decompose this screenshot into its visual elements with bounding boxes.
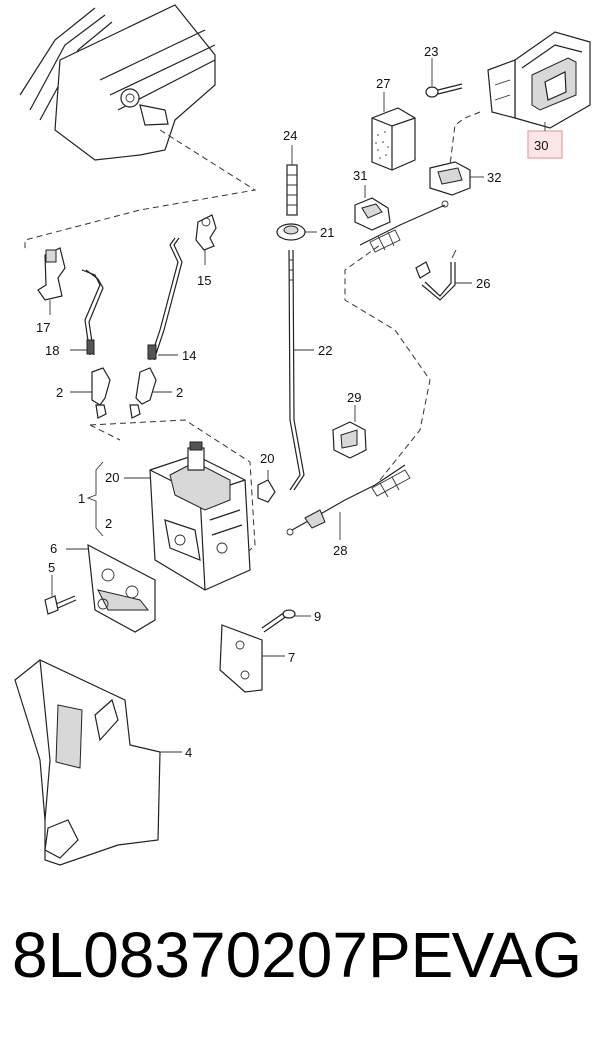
rod-14 [147,237,183,361]
clip-31 [354,197,391,231]
callout-9: 9 [314,609,321,624]
striker-plate-6 [87,543,156,633]
clip-20-right [257,479,276,503]
clip-29 [332,421,367,459]
clip-15 [195,214,217,251]
callout-4: 4 [185,745,192,760]
callout-2-right: 2 [176,385,183,400]
callout-30-highlight[interactable]: 30 [527,130,563,159]
bracket-7 [219,624,263,693]
parts-exploded-diagram: 17 18 14 15 2 2 [14,4,591,866]
callout-22: 22 [318,343,332,358]
callout-7: 7 [288,650,295,665]
bolt-5 [44,595,77,615]
callout-28: 28 [333,543,347,558]
part-number-row: 8L08370207PE VAG [0,918,600,1018]
callout-32: 32 [487,170,501,185]
cable-tie-26 [415,249,457,301]
door-frame-section [19,4,216,161]
brand-name: VAG [451,919,582,991]
clip-2-right [129,367,157,419]
callout-29: 29 [347,390,361,405]
callout-23: 23 [424,44,438,59]
clip-32 [429,161,471,196]
clip-2-left [91,367,111,419]
rod-22 [288,249,305,491]
callout-20-left: 20 [105,470,119,485]
callout-26: 26 [476,276,490,291]
callout-2-lower: 2 [105,516,112,531]
callout-1: 1 [78,491,85,506]
callout-20-right: 20 [260,451,274,466]
callout-14: 14 [182,348,196,363]
rod-24 [286,164,298,216]
grommet-21 [276,223,306,241]
callout-5: 5 [48,560,55,575]
callout-31: 31 [353,168,367,183]
callout-27: 27 [376,76,390,91]
bracket-18 [37,247,66,301]
callout-17: 18 [45,343,59,358]
callout-30: 30 [534,138,548,153]
inner-door-handle-30 [487,31,591,129]
callout-15: 15 [197,273,211,288]
callout-24: 24 [283,128,297,143]
part-number: 8L08370207PE [12,919,454,991]
screw-23 [425,83,463,98]
upper-cable [359,200,449,253]
pad-27 [371,107,416,171]
cable-28 [286,464,411,536]
callout-18: 17 [36,320,50,335]
callout-6: 6 [50,541,57,556]
door-lock-unit [149,441,251,591]
cover-4 [14,659,161,866]
callout-21: 21 [320,225,334,240]
callout-2-left: 2 [56,385,63,400]
rod-17 [81,269,104,356]
screw-9 [261,609,296,633]
